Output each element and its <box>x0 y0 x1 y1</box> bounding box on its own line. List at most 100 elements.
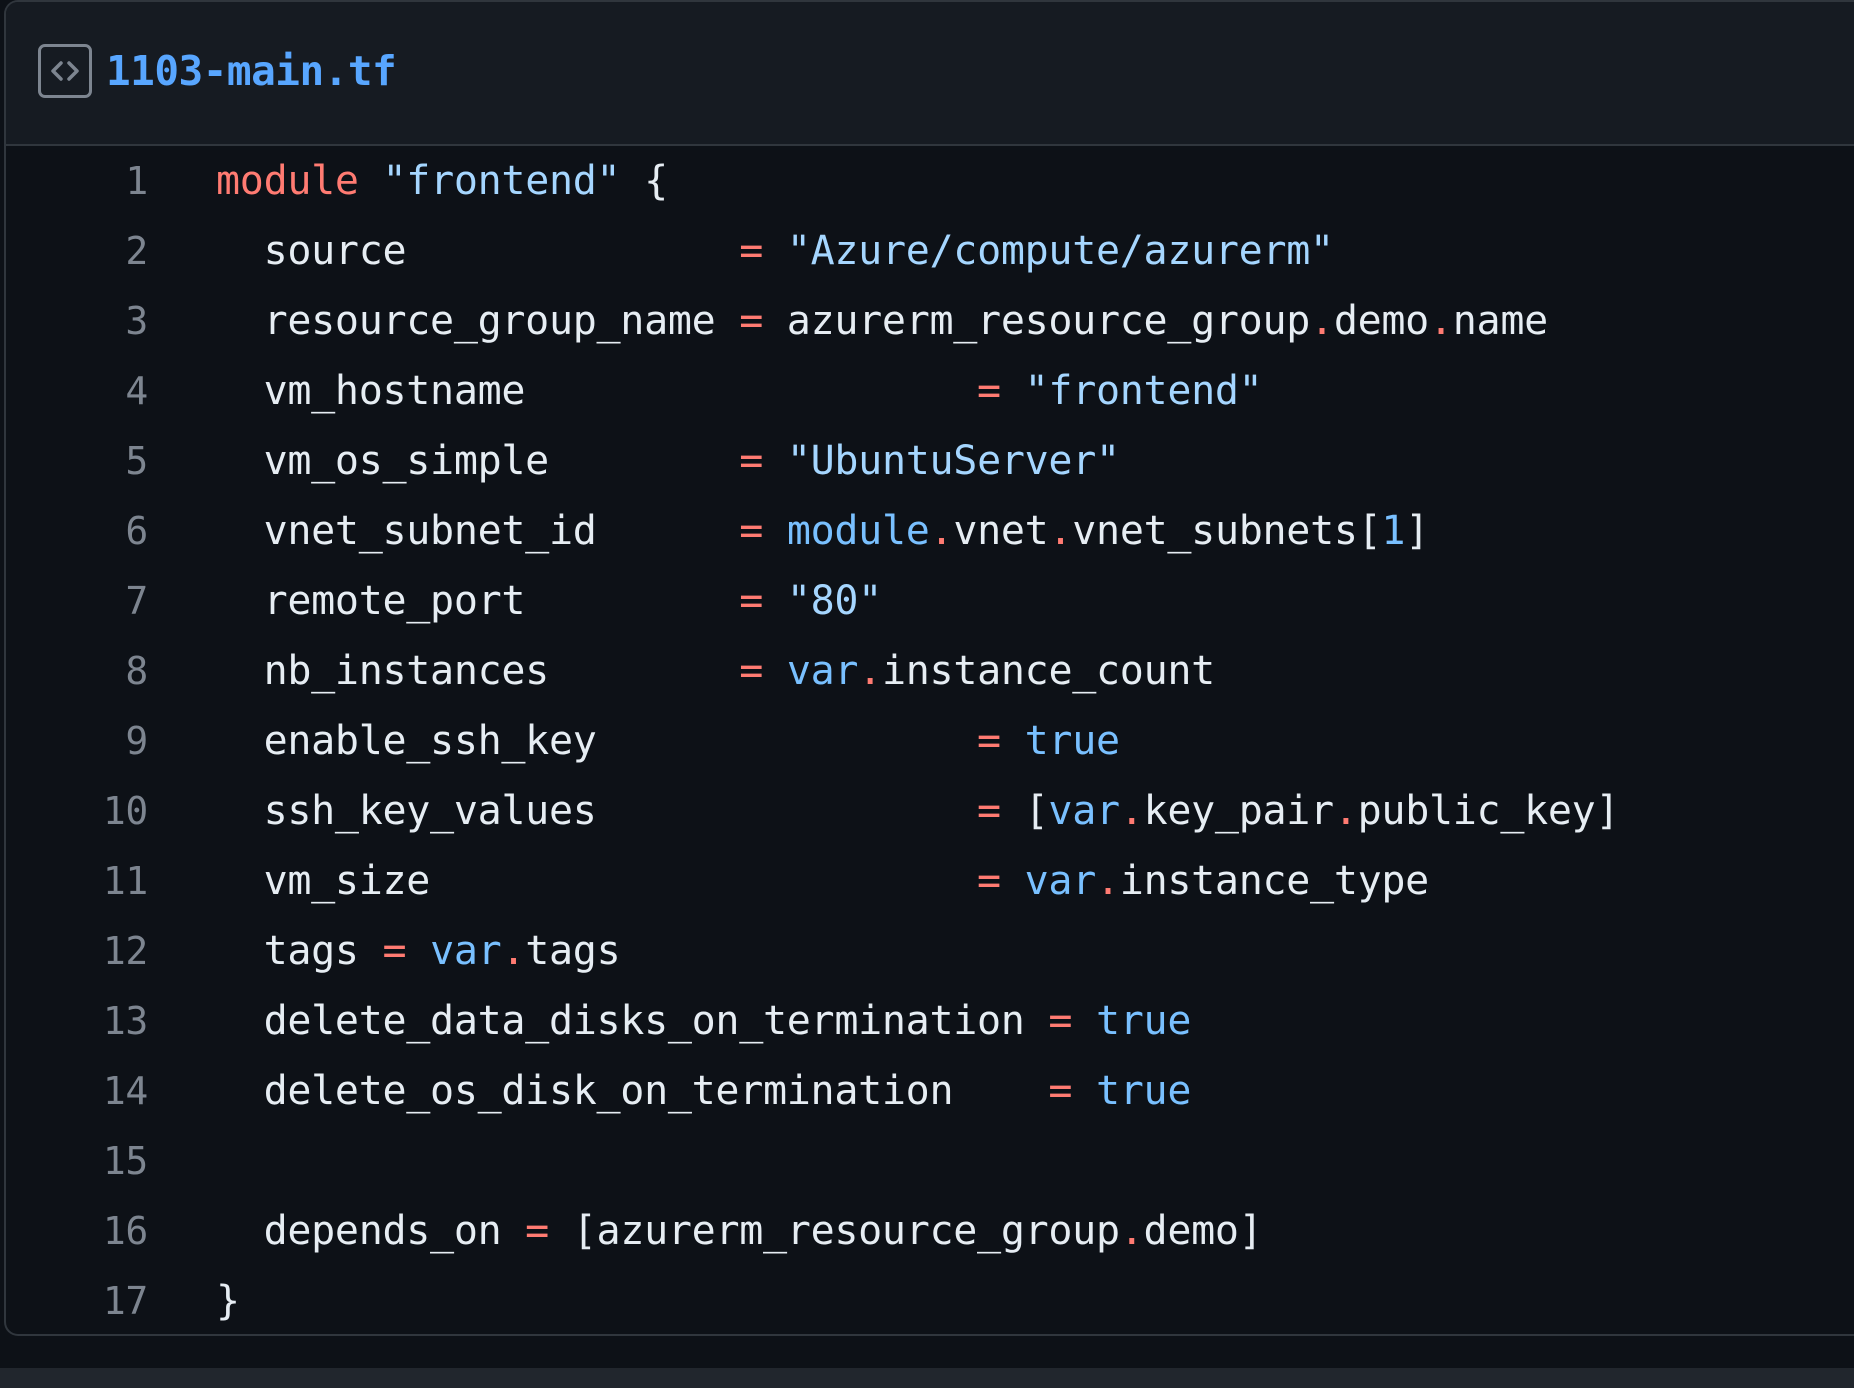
file-name-link[interactable]: 1103-main.tf <box>106 47 397 95</box>
code-token: = <box>977 858 1001 904</box>
code-token: [ <box>1000 788 1049 834</box>
line-number[interactable]: 13 <box>102 999 148 1043</box>
line-number[interactable]: 3 <box>125 299 148 343</box>
line-code: vnet_subnet_id = module.vnet.vnet_subnet… <box>216 496 1430 566</box>
line-number[interactable]: 15 <box>102 1139 148 1183</box>
code-token <box>763 508 787 554</box>
line-number[interactable]: 9 <box>125 719 148 763</box>
code-token: = <box>739 508 764 554</box>
code-line: 6 vnet_subnet_id = module.vnet.vnet_subn… <box>6 496 1854 566</box>
line-number[interactable]: 12 <box>102 929 148 973</box>
code-token: depends_on <box>216 1208 526 1254</box>
line-number[interactable]: 2 <box>125 229 148 273</box>
code-token: = <box>1048 998 1073 1044</box>
line-number[interactable]: 17 <box>102 1279 148 1323</box>
code-token: nb_instances <box>216 648 740 694</box>
code-token: = <box>739 228 764 274</box>
line-number[interactable]: 5 <box>125 439 148 483</box>
code-token: = <box>739 648 764 694</box>
line-code: vm_os_simple = "UbuntuServer" <box>216 426 1121 496</box>
code-token: 1 <box>1381 508 1406 554</box>
code-line: 14 delete_os_disk_on_termination = true <box>6 1056 1854 1126</box>
line-code: remote_port = "80" <box>216 566 883 636</box>
code-token: "Azure/compute/azurerm" <box>786 228 1334 274</box>
code-token: remote_port <box>216 578 740 624</box>
code-token: = <box>1048 1068 1073 1114</box>
code-token: demo] <box>1143 1208 1263 1254</box>
code-token: name <box>1452 298 1548 344</box>
bottom-scrollbar[interactable] <box>0 1368 1854 1388</box>
code-line: 11 vm_size = var.instance_type <box>6 846 1854 916</box>
code-token: [azurerm_resource_group <box>548 1208 1120 1254</box>
code-line: 4 vm_hostname = "frontend" <box>6 356 1854 426</box>
code-token: } <box>216 1278 240 1324</box>
code-token: = <box>977 788 1001 834</box>
line-number[interactable]: 4 <box>125 369 148 413</box>
code-token <box>406 928 430 974</box>
code-token <box>763 228 787 274</box>
code-token: delete_data_disks_on_termination <box>216 998 1049 1044</box>
code-token <box>1072 1068 1096 1114</box>
code-token: . <box>501 928 526 974</box>
line-number[interactable]: 11 <box>102 859 148 903</box>
code-line: 7 remote_port = "80" <box>6 566 1854 636</box>
line-code: enable_ssh_key = true <box>216 706 1121 776</box>
code-line: 15 <box>6 1126 1854 1196</box>
code-line: 10 ssh_key_values = [var.key_pair.public… <box>6 776 1854 846</box>
line-number[interactable]: 8 <box>125 649 148 693</box>
code-line: 9 enable_ssh_key = true <box>6 706 1854 776</box>
code-token: ] <box>1405 508 1430 554</box>
line-number[interactable]: 6 <box>125 509 148 553</box>
code-token: . <box>858 648 882 694</box>
code-line: 13 delete_data_disks_on_termination = tr… <box>6 986 1854 1056</box>
code-token: vm_hostname <box>216 368 978 414</box>
code-token: vnet_subnets[ <box>1072 508 1382 554</box>
line-code: ssh_key_values = [var.key_pair.public_ke… <box>216 776 1620 846</box>
code-body: 1 module "frontend" { 2 source = "Azure/co… <box>6 146 1854 1334</box>
line-number[interactable]: 14 <box>102 1069 148 1113</box>
code-token: = <box>977 718 1001 764</box>
code-token: "UbuntuServer" <box>786 438 1120 484</box>
code-line: 12 tags = var.tags <box>6 916 1854 986</box>
line-code: resource_group_name = azurerm_resource_g… <box>216 286 1549 356</box>
code-token: demo <box>1333 298 1429 344</box>
line-code: } <box>216 1266 240 1334</box>
line-number[interactable]: 1 <box>125 159 148 203</box>
line-code: source = "Azure/compute/azurerm" <box>216 216 1335 286</box>
code-token: public_key] <box>1357 788 1620 834</box>
line-code: vm_hostname = "frontend" <box>216 356 1263 426</box>
code-token: source <box>216 228 740 274</box>
code-token: = <box>977 368 1001 414</box>
line-code: nb_instances = var.instance_count <box>216 636 1216 706</box>
line-number[interactable]: 7 <box>125 579 148 623</box>
code-token: = <box>525 1208 549 1254</box>
code-token: var <box>1048 788 1120 834</box>
code-token: = <box>739 298 764 344</box>
code-token: = <box>739 438 764 484</box>
code-line: 5 vm_os_simple = "UbuntuServer" <box>6 426 1854 496</box>
code-token <box>1072 998 1096 1044</box>
line-code: vm_size = var.instance_type <box>216 846 1430 916</box>
code-token <box>1001 858 1025 904</box>
code-token: var <box>786 648 859 694</box>
code-token: "frontend" <box>1024 368 1263 414</box>
line-number[interactable]: 16 <box>102 1209 148 1253</box>
code-token: azurerm_resource_group <box>763 298 1311 344</box>
code-token: "frontend" <box>382 158 621 204</box>
line-code: module "frontend" { <box>216 146 668 216</box>
code-line: 17} <box>6 1266 1854 1334</box>
code-line: 1 module "frontend" { <box>6 146 1854 216</box>
code-token <box>763 578 787 624</box>
code-token: module <box>786 508 930 554</box>
line-code: delete_os_disk_on_termination = true <box>216 1056 1192 1126</box>
code-token: delete_os_disk_on_termination <box>216 1068 1049 1114</box>
code-square-icon[interactable] <box>38 44 92 98</box>
line-code: depends_on = [azurerm_resource_group.dem… <box>216 1196 1263 1266</box>
code-token: . <box>1428 298 1453 344</box>
line-number[interactable]: 10 <box>102 789 148 833</box>
line-code: tags = var.tags <box>216 916 621 986</box>
code-token: = <box>382 928 407 974</box>
code-token: vnet_subnet_id <box>216 508 740 554</box>
code-token: tags <box>525 928 621 974</box>
code-token: . <box>1333 788 1358 834</box>
